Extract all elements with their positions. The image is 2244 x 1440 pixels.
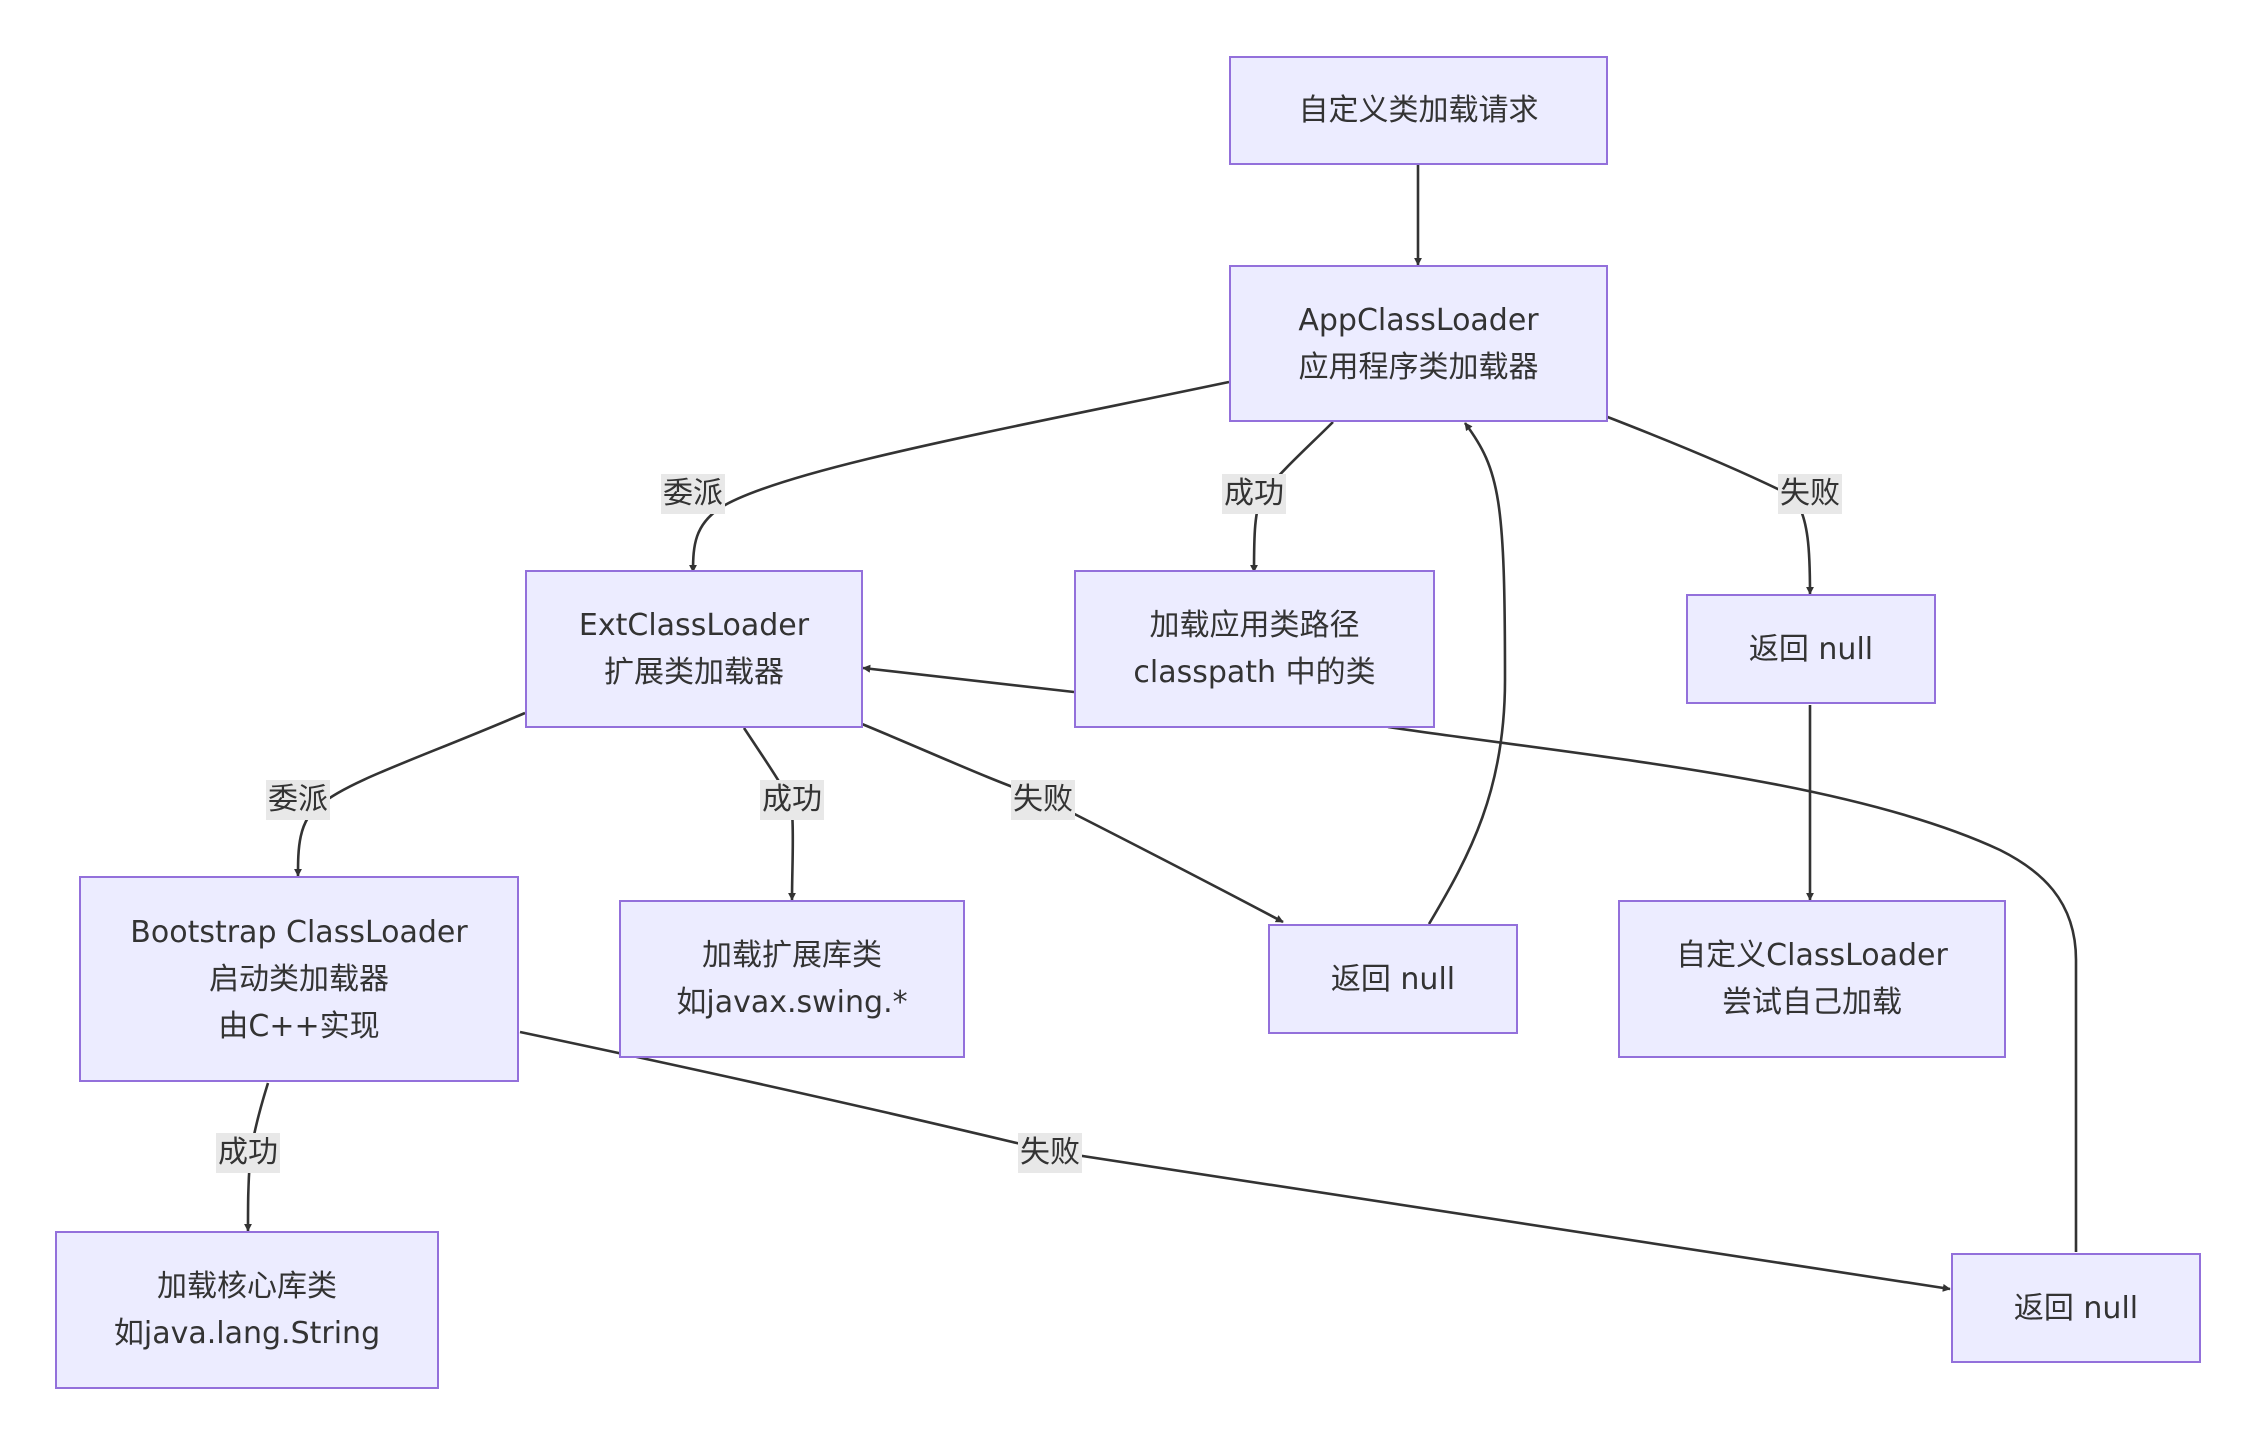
node-text: 返回 null [1748, 631, 1874, 667]
edge-label-boot-fail: 失败 [1018, 1133, 1082, 1173]
node-text: AppClassLoader [1298, 302, 1539, 338]
node-text: 加载扩展库类 [702, 938, 882, 973]
node-text: 加载核心库类 [157, 1269, 337, 1304]
node-text: 启动类加载器 [209, 961, 389, 997]
node-text: 由C++实现 [218, 1008, 380, 1044]
edge-label-app-fail: 失败 [1778, 474, 1842, 514]
load-classpath-node: 加载应用类路径 classpath 中的类 [1074, 570, 1435, 728]
node-text: 返回 null [2013, 1290, 2139, 1326]
custom-request-node: 自定义类加载请求 [1229, 56, 1608, 165]
node-text: 加载应用类路径 [1149, 608, 1360, 643]
load-ext-lib-node: 加载扩展库类 如javax.swing.* [619, 900, 965, 1058]
node-text: Bootstrap ClassLoader [130, 914, 468, 950]
app-classloader-node: AppClassLoader 应用程序类加载器 [1229, 265, 1608, 422]
edge-boot-null-back-to-ext [1387, 725, 2078, 1252]
edge-label-ext-delegate: 委派 [266, 780, 330, 820]
app-return-null-node: 返回 null [1686, 594, 1936, 704]
edge-ext-null-back-to-app [1427, 422, 1507, 925]
bootstrap-return-null-node: 返回 null [1951, 1253, 2201, 1363]
node-text: classpath 中的类 [1133, 655, 1376, 690]
ext-return-null-node: 返回 null [1268, 924, 1518, 1034]
custom-classloader-node: 自定义ClassLoader 尝试自己加载 [1618, 900, 2006, 1058]
node-text: 如java.lang.String [113, 1316, 381, 1351]
node-text: 返回 null [1330, 961, 1456, 997]
node-text: 应用程序类加载器 [1298, 349, 1539, 385]
node-text: 尝试自己加载 [1722, 985, 1902, 1020]
edge-label-ext-success: 成功 [760, 780, 824, 820]
edge-ext-delegate-bootstrap [294, 711, 526, 877]
ext-classloader-node: ExtClassLoader 扩展类加载器 [525, 570, 863, 728]
edge-label-app-success: 成功 [1222, 474, 1286, 514]
node-text: 扩展类加载器 [604, 655, 784, 690]
edge-ext-fail-null [861, 722, 1284, 924]
edge-label-boot-success: 成功 [216, 1133, 280, 1173]
edge-bootstrap-fail-null [519, 1030, 1951, 1292]
edge-app-delegate-ext [689, 380, 1230, 573]
node-text: 如javax.swing.* [676, 985, 908, 1020]
node-text: ExtClassLoader [578, 608, 810, 643]
edge-label-app-delegate: 委派 [661, 474, 725, 514]
load-core-lib-node: 加载核心库类 如java.lang.String [55, 1231, 439, 1389]
edge-label-ext-fail: 失败 [1011, 780, 1075, 820]
node-text: 自定义ClassLoader [1676, 938, 1948, 973]
node-text: 自定义类加载请求 [1298, 93, 1539, 128]
edge-classpath-back-to-ext [862, 664, 1075, 694]
bootstrap-classloader-node: Bootstrap ClassLoader 启动类加载器 由C++实现 [79, 876, 519, 1082]
